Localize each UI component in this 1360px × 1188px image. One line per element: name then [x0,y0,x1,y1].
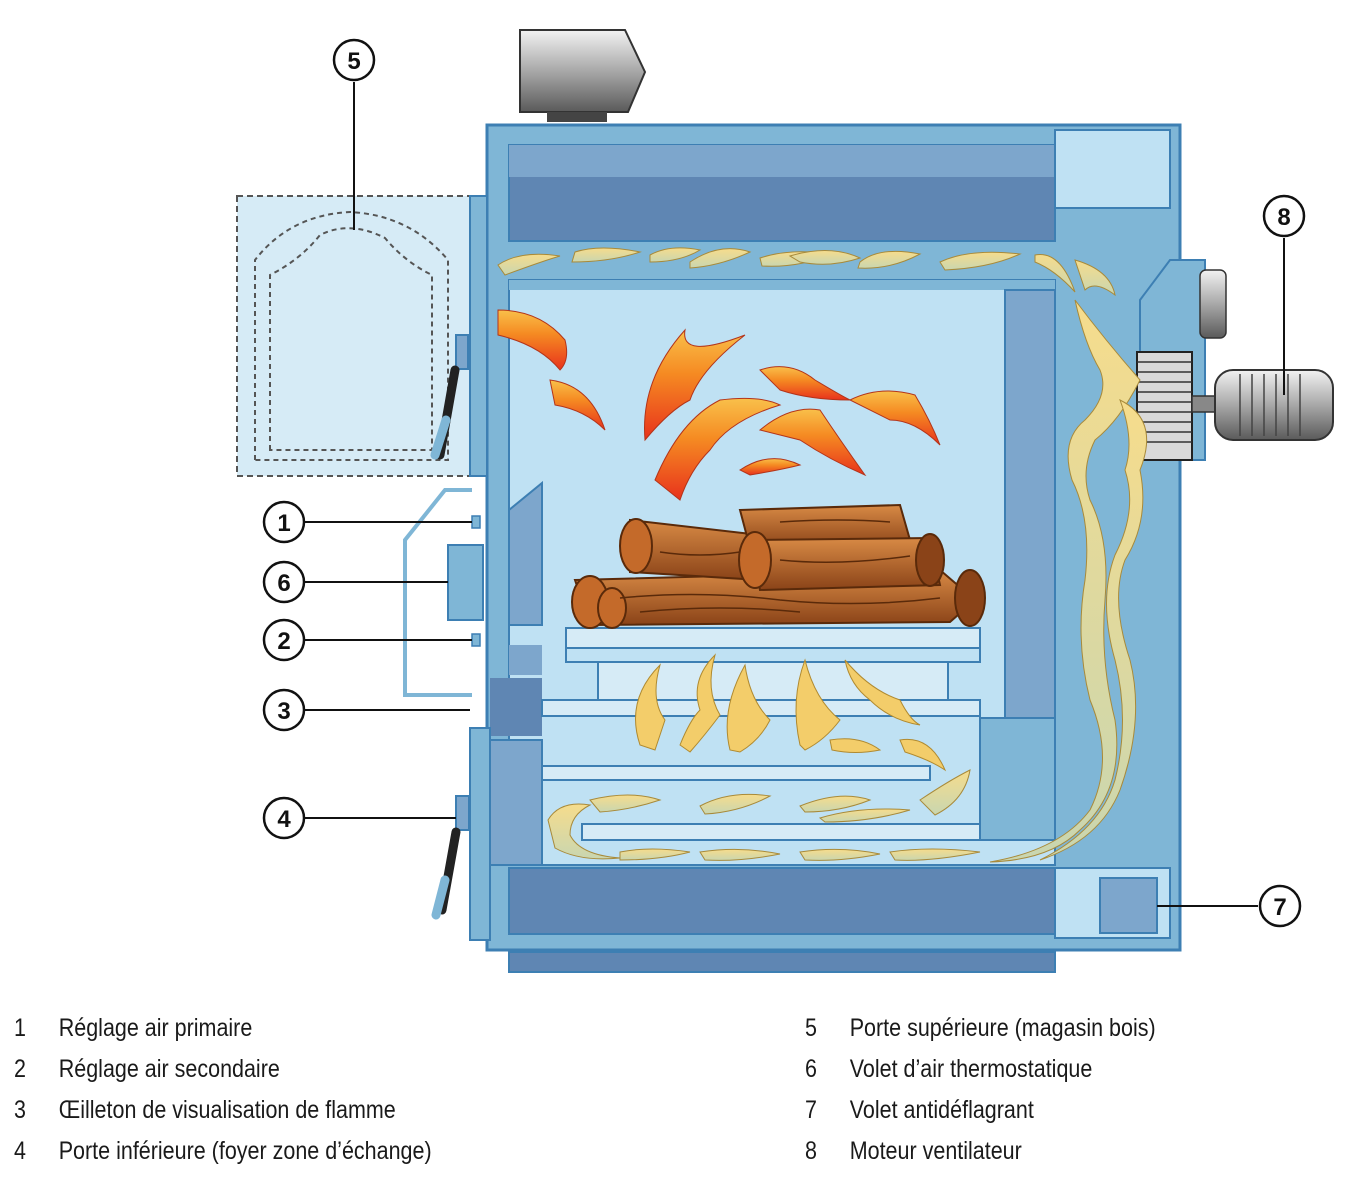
legend-label: Porte inférieure (foyer zone d’échange) [58,1137,432,1165]
hot-gas-flow [497,247,1148,863]
svg-text:6: 6 [277,570,290,597]
legend-item: 4 Porte inférieure (foyer zone d’échange… [14,1131,432,1172]
callout-3: 3 [262,688,306,732]
boiler-diagram: 5 1 6 2 3 4 7 8 [236,29,1334,973]
lower-door [431,727,491,941]
wood-logs [571,503,986,629]
svg-text:1: 1 [277,510,290,537]
legend-item: 2 Réglage air secondaire [14,1049,432,1090]
legend-item: 5 Porte supérieure (magasin bois) [805,1008,1156,1049]
primary-flames [497,309,941,501]
fan-motor [1136,259,1334,461]
legend-number: 3 [14,1096,26,1124]
antideflagration-flap [1099,877,1158,934]
svg-text:2: 2 [277,628,290,655]
callout-1: 1 [262,500,306,544]
svg-text:4: 4 [277,806,291,833]
callout-5: 5 [332,38,376,82]
legend-number: 6 [805,1055,817,1083]
legend-number: 8 [805,1137,817,1165]
svg-text:8: 8 [1277,204,1290,231]
legend-label: Volet antidéflagrant [849,1096,1034,1124]
legend-item: 8 Moteur ventilateur [805,1131,1156,1172]
legend-label: Réglage air secondaire [58,1055,280,1083]
upper-door [236,195,488,477]
callout-6: 6 [262,560,306,604]
legend-label: Volet d’air thermostatique [849,1055,1093,1083]
legend-right: 5 Porte supérieure (magasin bois) 6 Vole… [805,1008,1213,1172]
legend-label: Œilleton de visualisation de flamme [58,1096,396,1124]
thermostatic-air-flap [403,488,484,697]
legend-label: Moteur ventilateur [849,1137,1022,1165]
secondary-flames [635,653,947,772]
callout-8: 8 [1262,194,1306,238]
legend-label: Réglage air primaire [58,1014,253,1042]
legend-item: 7 Volet antidéflagrant [805,1090,1156,1131]
callout-2: 2 [262,618,306,662]
legend-left: 1 Réglage air primaire 2 Réglage air sec… [14,1008,500,1172]
legend-label: Porte supérieure (magasin bois) [849,1014,1156,1042]
svg-text:5: 5 [347,48,360,75]
legend-number: 7 [805,1096,817,1124]
legend-number: 5 [805,1014,817,1042]
legend-number: 2 [14,1055,26,1083]
legend-item: 3 Œilleton de visualisation de flamme [14,1090,432,1131]
callout-leaders [305,82,1285,907]
top-fan-housing [519,29,647,122]
legend-item: 1 Réglage air primaire [14,1008,432,1049]
legend-number: 1 [14,1014,26,1042]
legend-number: 4 [14,1137,26,1165]
legend-item: 6 Volet d’air thermostatique [805,1049,1156,1090]
callout-7: 7 [1258,884,1302,928]
svg-text:3: 3 [277,698,290,725]
callout-4: 4 [262,796,306,840]
svg-text:7: 7 [1273,894,1286,921]
